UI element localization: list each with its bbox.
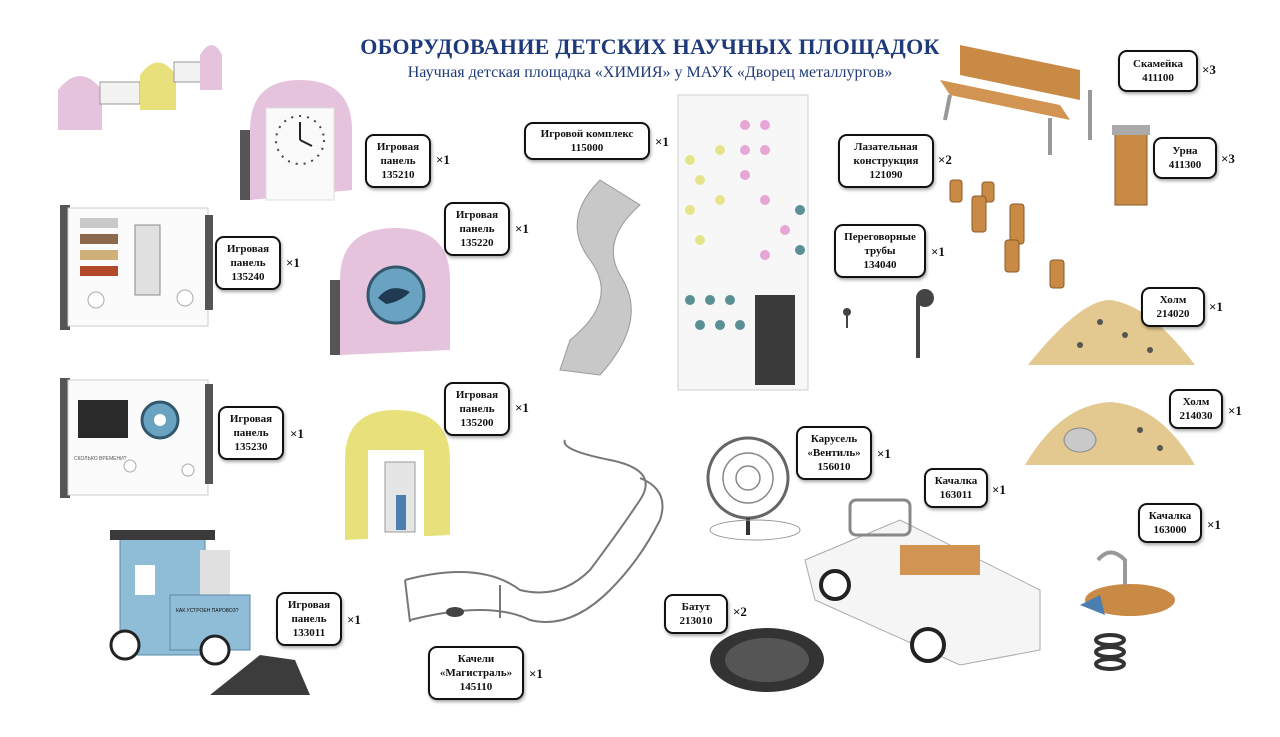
page-subtitle: Научная детская площадка «ХИМИЯ» у МАУК … [407, 64, 893, 81]
label-code: 135200 [460, 417, 494, 429]
hill-214030-illustration [1025, 402, 1195, 465]
tubes-134040-illustration [843, 289, 934, 358]
label-hill-214030: Холм 214030 [1169, 389, 1223, 429]
qty-tubes-134040: ×1 [931, 244, 945, 259]
climb-121090-illustration [949, 179, 1065, 289]
label-code: 121090 [869, 169, 903, 181]
qty-panel-133011: ×1 [347, 612, 361, 627]
label-code: 163000 [1153, 524, 1187, 536]
label-code: 135210 [381, 169, 415, 181]
qty-rocker-163011: ×1 [992, 482, 1006, 497]
label-swing-145110: Качели «Магистраль» 145110 [428, 646, 524, 700]
label-code: 135220 [460, 237, 494, 249]
label-name: Урна [1172, 145, 1198, 157]
label-name: Скамейка [1133, 58, 1183, 70]
label-code: 411300 [1168, 159, 1202, 171]
qty-panel-135240: ×1 [286, 255, 300, 270]
panel-135240-illustration [60, 205, 213, 330]
qty-panel-135210: ×1 [436, 152, 450, 167]
qty-rocker-163000: ×1 [1207, 517, 1221, 532]
trampoline-213010-illustration [710, 628, 824, 692]
label-panel-135210: Игровая панель 135210 [365, 134, 431, 188]
loco-sign-text: КАК УСТРОЕН ПАРОВОЗ? [176, 608, 239, 614]
qty-panel-135230: ×1 [290, 426, 304, 441]
hill-214020-illustration [1028, 300, 1195, 365]
label-name: Игровая панель [226, 243, 270, 269]
label-name: Лазательная конструкция [853, 141, 919, 167]
label-climb-121090: Лазательная конструкция 121090 [838, 134, 934, 188]
qty-trampoline-213010: ×2 [733, 604, 747, 619]
qty-hill-214030: ×1 [1228, 403, 1242, 418]
qty-carousel-156010: ×1 [877, 446, 891, 461]
label-code: 156010 [817, 461, 851, 473]
label-name: Игровой комплекс [540, 128, 634, 140]
label-code: 411100 [1142, 72, 1174, 84]
bench-411100-illustration [940, 45, 1092, 155]
label-name: Холм [1159, 294, 1187, 306]
label-name: Игровая панель [287, 599, 331, 625]
complex-115000-illustration [559, 94, 809, 391]
label-bench-411100: Скамейка 411100 [1118, 50, 1198, 92]
qty-complex-115000: ×1 [655, 134, 669, 149]
panel-135230-illustration: СКОЛЬКО ВРЕМЕНИ? [60, 378, 213, 498]
rocker-163011-illustration [804, 498, 1041, 666]
swing-145110-illustration [404, 439, 664, 623]
carousel-156010-illustration [706, 436, 801, 541]
label-bin-411300: Урна 411300 [1153, 137, 1217, 179]
qty-hill-214020: ×1 [1209, 299, 1223, 314]
label-panel-135220: Игровая панель 135220 [444, 202, 510, 256]
time-sign-text: СКОЛЬКО ВРЕМЕНИ? [74, 456, 127, 462]
label-name: Качалка [1148, 510, 1192, 522]
label-rocker-163011: Качалка 163011 [924, 468, 988, 508]
label-tubes-134040: Переговорные трубы 134040 [834, 224, 926, 278]
label-code: 135230 [234, 441, 268, 453]
rocker-163000-illustration [1080, 550, 1175, 671]
label-code: 135240 [231, 271, 265, 283]
panel-135220-illustration [330, 228, 450, 355]
label-name: Качели «Магистраль» [439, 653, 513, 679]
label-panel-135240: Игровая панель 135240 [215, 236, 281, 290]
page-title: ОБОРУДОВАНИЕ ДЕТСКИХ НАУЧНЫХ ПЛОЩАДОК [360, 34, 940, 59]
qty-swing-145110: ×1 [529, 666, 543, 681]
label-code: 115000 [570, 142, 604, 154]
label-code: 214030 [1179, 410, 1213, 422]
qty-bench-411100: ×3 [1202, 62, 1216, 77]
label-code: 133011 [292, 627, 326, 639]
label-name: Качалка [934, 475, 978, 487]
label-code: 214020 [1156, 308, 1190, 320]
panel-135210-illustration [240, 80, 352, 201]
label-carousel-156010: Карусель «Вентиль» 156010 [796, 426, 872, 480]
bin-411300-illustration [1112, 125, 1150, 206]
label-trampoline-213010: Батут 213010 [664, 594, 728, 634]
label-panel-135230: Игровая панель 135230 [218, 406, 284, 460]
label-panel-135200: Игровая панель 135200 [444, 382, 510, 436]
label-hill-214020: Холм 214020 [1141, 287, 1205, 327]
label-name: Игровая панель [229, 413, 273, 439]
label-name: Батут [681, 601, 711, 613]
qty-panel-135220: ×1 [515, 221, 529, 236]
label-name: Холм [1182, 396, 1210, 408]
label-code: 213010 [679, 615, 713, 627]
qty-climb-121090: ×2 [938, 152, 952, 167]
label-name: Игровая панель [455, 389, 499, 415]
label-code: 163011 [939, 489, 973, 501]
qty-panel-135200: ×1 [515, 400, 529, 415]
label-panel-133011: Игровая панель 133011 [276, 592, 342, 646]
label-name: Игровая панель [376, 141, 420, 167]
label-name: Переговорные трубы [844, 231, 916, 257]
label-name: Игровая панель [455, 209, 499, 235]
label-code: 145110 [459, 681, 493, 693]
qty-bin-411300: ×3 [1221, 151, 1235, 166]
label-name: Карусель «Вентиль» [807, 433, 861, 459]
overview-panels-illustration [58, 45, 222, 130]
label-complex-115000: Игровой комплекс 115000 [524, 122, 650, 160]
label-rocker-163000: Качалка 163000 [1138, 503, 1202, 543]
panel-135200-illustration [345, 410, 450, 540]
label-code: 134040 [863, 259, 897, 271]
panel-133011-illustration: КАК УСТРОЕН ПАРОВОЗ? [109, 530, 310, 695]
